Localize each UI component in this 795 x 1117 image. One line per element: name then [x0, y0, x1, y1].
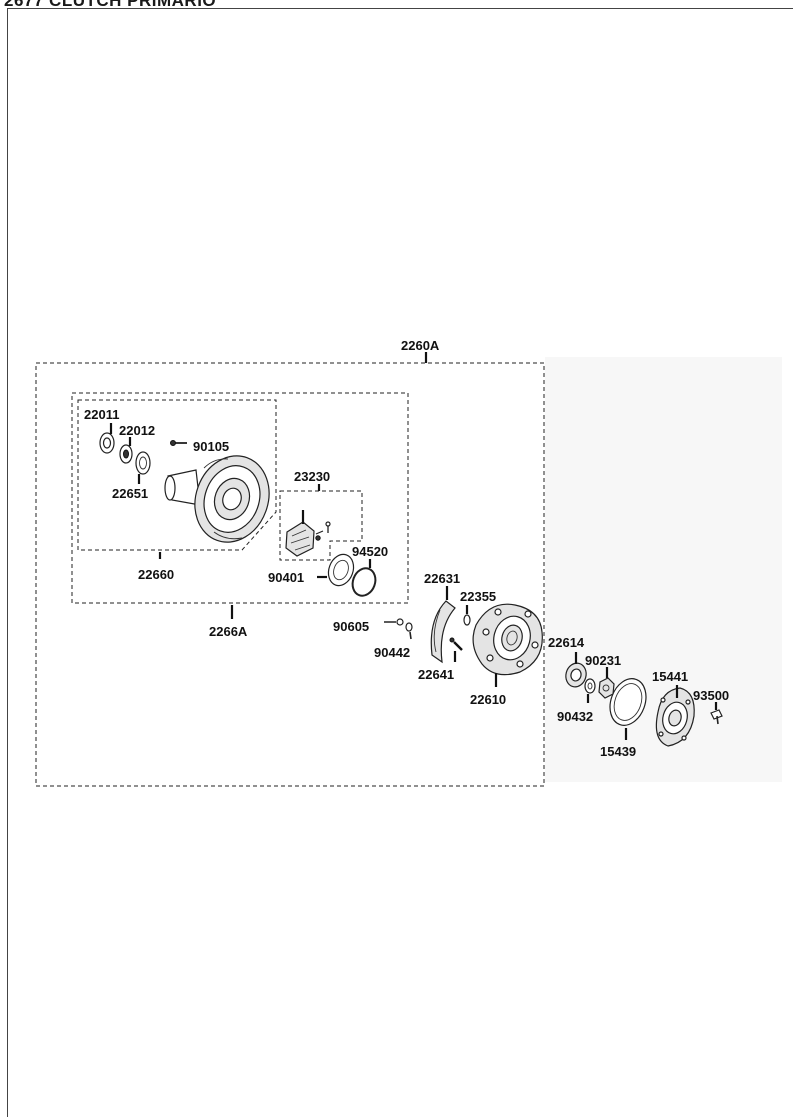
- spring-22641-drawing: [449, 637, 463, 651]
- page-frame: [7, 8, 793, 1117]
- label-90401: 90401: [268, 570, 304, 585]
- group-box-23230: [279, 490, 363, 561]
- label-15439: 15439: [600, 744, 636, 759]
- clutch-drum-22660-drawing: [164, 455, 270, 543]
- label-94520: 94520: [352, 544, 388, 559]
- ring-22012-drawing: [119, 444, 133, 464]
- label-2266A: 2266A: [209, 624, 248, 639]
- label-93500: 93500: [693, 688, 729, 703]
- plate-90401-drawing: [327, 553, 355, 587]
- label-22651: 22651: [112, 486, 148, 501]
- screw-93500-drawing: [710, 709, 723, 725]
- label-22610: 22610: [470, 692, 506, 707]
- label-22355: 22355: [460, 589, 496, 604]
- washer-90432-drawing: [584, 678, 596, 694]
- group-box-2260A: [35, 362, 545, 787]
- label-2260A: 2260A: [401, 338, 440, 353]
- pin-22355-drawing: [463, 614, 471, 626]
- hub-22614-drawing: [565, 662, 587, 688]
- label-22631: 22631: [424, 571, 460, 586]
- group-box-2266A: [71, 392, 409, 604]
- bolt-90442-drawing: [405, 622, 413, 640]
- label-90105: 90105: [193, 439, 229, 454]
- label-90231: 90231: [585, 653, 621, 668]
- label-22614: 22614: [548, 635, 585, 650]
- label-15441: 15441: [652, 669, 688, 684]
- washer-90605-drawing: [384, 618, 404, 626]
- label-90605: 90605: [333, 619, 369, 634]
- label-90432: 90432: [557, 709, 593, 724]
- gasket-15439-drawing: [609, 678, 647, 726]
- shoe-22631-drawing: [430, 600, 456, 664]
- label-22011: 22011: [84, 407, 119, 422]
- label-22012: 22012: [119, 423, 155, 438]
- label-90442: 90442: [374, 645, 410, 660]
- label-23230: 23230: [294, 469, 330, 484]
- snap-ring-94520-drawing: [351, 567, 377, 597]
- bolt-90105-drawing: [170, 440, 187, 446]
- bearing-22011-drawing: [99, 432, 115, 454]
- label-22660: 22660: [138, 567, 174, 582]
- label-22641: 22641: [418, 667, 454, 682]
- nut-90231-drawing: [598, 677, 615, 699]
- bearing-22651-drawing: [135, 451, 151, 475]
- drive-plate-22610-drawing: [472, 603, 543, 676]
- cover-15441-drawing: [655, 687, 695, 747]
- page-title: 2677 CLUTCH PRIMARIO: [4, 0, 217, 10]
- assembly-23230-drawing: [285, 510, 331, 557]
- group-box-22660: [77, 399, 277, 551]
